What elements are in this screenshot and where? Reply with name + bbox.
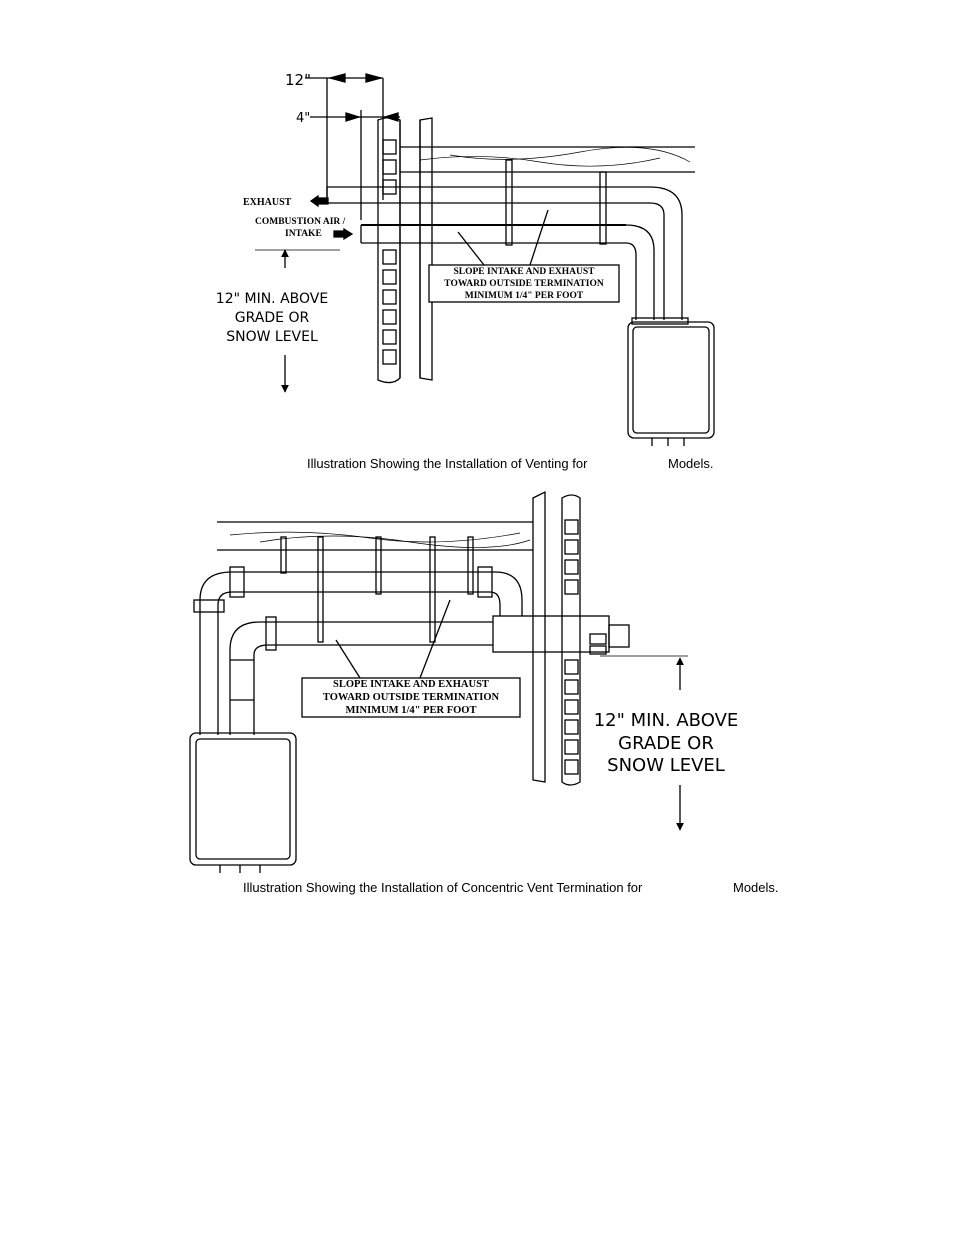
wall-2-bricks [564, 519, 579, 775]
slope-label-1-line1: SLOPE INTAKE AND EXHAUST [453, 267, 595, 277]
ceiling-joist-2 [217, 521, 533, 551]
grade-label-1-line2: GRADE OR [235, 310, 310, 326]
slope-label-1-line3: MINIMUM 1/4" PER FOOT [465, 291, 584, 301]
combustion-air-label-line1: COMBUSTION AIR / [255, 217, 346, 227]
caption-1-models: Models. [668, 456, 714, 471]
wall-2 [532, 490, 581, 786]
intake-pipe-2 [229, 616, 493, 735]
exhaust-pipe-1 [326, 186, 683, 320]
pipe-hangers-2 [280, 536, 474, 643]
ceiling-joist-1 [400, 146, 695, 173]
grade-label-1-line1: 12" MIN. ABOVE [216, 291, 328, 307]
water-heater-1 [627, 317, 715, 446]
grade-label-2-line3: SNOW LEVEL [607, 755, 725, 776]
combustion-air-label-line2: INTAKE [285, 229, 322, 239]
dimension-4-label: 4" [296, 111, 310, 126]
slope-label-2-line2: TOWARD OUTSIDE TERMINATION [323, 692, 500, 703]
exhaust-label: EXHAUST [243, 197, 292, 208]
wall-1-bricks [382, 139, 397, 365]
grade-label-2-line1: 12" MIN. ABOVE [594, 710, 739, 731]
caption-2-main: Illustration Showing the Installation of… [243, 880, 643, 895]
slope-label-1-line2: TOWARD OUTSIDE TERMINATION [444, 279, 604, 289]
slope-label-2-line1: SLOPE INTAKE AND EXHAUST [333, 679, 489, 690]
slope-label-2-line3: MINIMUM 1/4" PER FOOT [346, 705, 477, 716]
dimension-12-label: 12" [285, 71, 311, 89]
wall-1 [377, 116, 433, 384]
figure-1-diagram [255, 73, 715, 446]
water-heater-2 [189, 732, 297, 873]
caption-1-main: Illustration Showing the Installation of… [307, 456, 588, 471]
pipe-hangers-1 [505, 159, 607, 246]
grade-label-2-line2: GRADE OR [618, 733, 714, 754]
concentric-termination [492, 615, 630, 655]
grade-label-1-line3: SNOW LEVEL [226, 329, 318, 345]
figure-2-diagram [189, 490, 688, 873]
intake-pipe-1 [360, 224, 655, 320]
caption-2-models: Models. [733, 880, 779, 895]
exhaust-pipe-2 [193, 566, 523, 735]
